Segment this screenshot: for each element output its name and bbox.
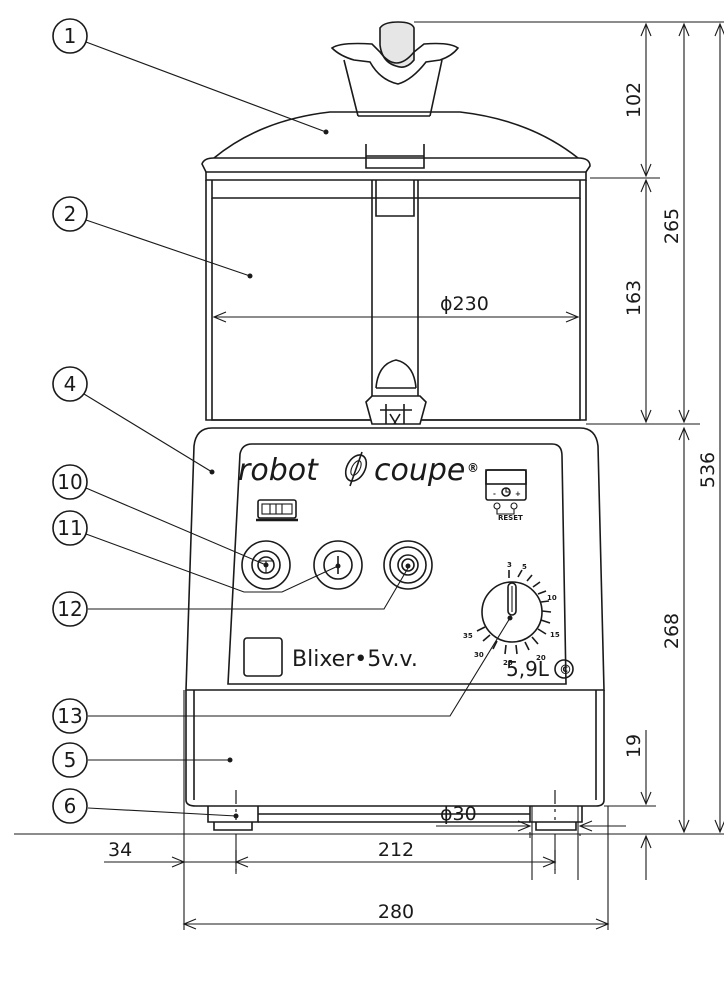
motor-base — [185, 427, 605, 831]
timer-plus-label: + — [515, 490, 521, 498]
lid — [201, 111, 591, 181]
svg-text:4: 4 — [64, 372, 77, 396]
dim-163: 163 — [623, 178, 652, 424]
dim-19-label: 19 — [623, 734, 645, 758]
brand-registered: ® — [467, 461, 479, 475]
callout-1: 1 — [52, 18, 329, 135]
dim-foot-diameter-label: ϕ30 — [440, 803, 477, 825]
speed-dial — [481, 581, 543, 643]
dim-34: 34 — [104, 839, 249, 868]
dim-bowl-diameter-label: ϕ230 — [440, 293, 489, 315]
dim-265: 265 — [661, 22, 690, 424]
svg-text:6: 6 — [64, 794, 77, 818]
timer-reset-label: RESET — [498, 514, 523, 522]
dim-536-label: 536 — [697, 452, 719, 488]
dim-536: 536 — [697, 22, 724, 834]
svg-text:11: 11 — [57, 516, 82, 540]
lid-pusher — [330, 21, 460, 117]
dim-280-label: 280 — [378, 901, 414, 923]
capacity-mark: © — [559, 663, 572, 678]
callout-12: 12 — [52, 563, 411, 627]
callout-4: 4 — [52, 366, 215, 475]
capacity: 5,9L — [506, 657, 550, 681]
dial-label-20: 20 — [536, 654, 546, 662]
dim-34-label: 34 — [108, 839, 132, 861]
dial-scale — [476, 569, 552, 655]
logo-square — [243, 637, 283, 677]
pulse-button — [383, 540, 433, 590]
control-panel: - + RESET — [227, 443, 574, 685]
model-name: Blixer•5v.v. — [292, 647, 418, 672]
dim-19: 19 — [623, 730, 652, 880]
callout-13: 13 — [52, 615, 513, 734]
svg-text:13: 13 — [57, 704, 82, 728]
callout-2: 2 — [52, 196, 253, 279]
svg-text:2: 2 — [64, 202, 77, 226]
callout-11: 11 — [52, 510, 341, 593]
dial-label-5: 5 — [522, 563, 527, 571]
callout-5: 5 — [52, 742, 233, 778]
dim-bowl-diameter: ϕ230 — [212, 293, 580, 323]
stop-button — [241, 540, 291, 590]
svg-text:5: 5 — [64, 748, 77, 772]
dim-265-label: 265 — [661, 208, 683, 244]
brand-logo-icon — [344, 451, 368, 487]
dim-102: 102 — [623, 22, 652, 178]
callout-10: 10 — [52, 464, 269, 568]
bowl — [205, 180, 587, 425]
brand-robot: robot — [238, 453, 319, 488]
svg-text:10: 10 — [57, 470, 82, 494]
dim-102-label: 102 — [623, 82, 645, 118]
brand-coupe: coupe — [374, 453, 465, 488]
callout-6: 6 — [52, 788, 239, 824]
timer-minus-label: - — [493, 490, 496, 498]
svg-text:1: 1 — [64, 24, 77, 48]
dial-label-15: 15 — [550, 631, 560, 639]
capacity-mark-icon — [554, 659, 574, 679]
main-switch — [257, 499, 297, 519]
dial-label-3: 3 — [507, 561, 512, 569]
svg-text:12: 12 — [57, 597, 82, 621]
dim-212: 212 — [236, 839, 557, 868]
dim-280: 280 — [182, 901, 610, 930]
dial-label-25: 25 — [503, 659, 513, 667]
dim-212-label: 212 — [378, 839, 414, 861]
dial-label-30: 30 — [474, 651, 484, 659]
dial-label-10: 10 — [547, 594, 557, 602]
dim-163-label: 163 — [623, 280, 645, 316]
dial-label-35: 35 — [463, 632, 473, 640]
dim-268-label: 268 — [661, 613, 683, 649]
dim-268: 268 — [661, 426, 690, 834]
dim-foot-diameter: ϕ30 — [436, 803, 626, 880]
